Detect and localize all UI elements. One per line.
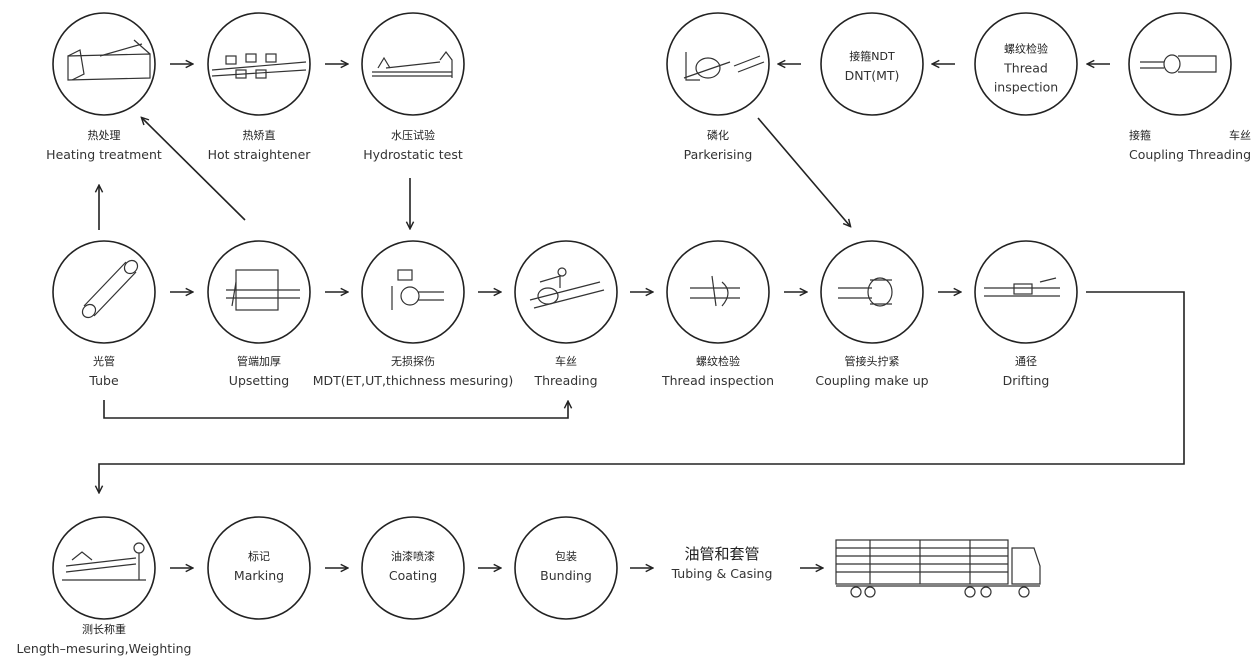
- arrow-drifting-to-length: [99, 291, 1185, 492]
- arrow-tube-to-threading: [103, 400, 568, 419]
- parkerising-icon: [683, 52, 765, 81]
- upsetting-icon: [226, 269, 300, 311]
- label-bunding: 包装 Bunding: [540, 550, 592, 583]
- circle-upsetting: [207, 240, 311, 344]
- circle-thread-inspection: [666, 240, 770, 344]
- circle-hydrostatic: [361, 12, 465, 116]
- arrow-parkerising-to-makeup: [757, 117, 850, 226]
- threading-icon: [529, 267, 605, 309]
- circle-mdt: [361, 240, 465, 344]
- label-upsetting: 管端加厚 Upsetting: [228, 355, 290, 388]
- label-tubing-casing: 油管和套管 Tubing & Casing: [671, 545, 773, 581]
- tube-icon: [81, 259, 139, 319]
- label-straightener: 热矫直 Hot straightener: [207, 129, 311, 162]
- circle-heating: [52, 12, 156, 116]
- coupling-threading-icon: [1140, 54, 1217, 74]
- circle-straightener: [207, 12, 311, 116]
- mdt-icon: [391, 269, 444, 310]
- circle-length: [52, 516, 156, 620]
- label-thread-inspection: 螺纹检验 Thread inspection: [661, 355, 775, 388]
- label-tube: 光管 Tube: [89, 355, 119, 388]
- circle-drifting: [974, 240, 1078, 344]
- label-threading: 车丝 Threading: [534, 355, 598, 388]
- label-hydrostatic: 水压试验 Hydrostatic test: [363, 129, 463, 162]
- circle-tube: [52, 240, 156, 344]
- circle-marking: [207, 516, 311, 620]
- circle-coupling-threading: [1128, 12, 1232, 116]
- label-heating: 热处理 Heating treatment: [46, 129, 162, 162]
- coupling-makeup-icon: [838, 277, 893, 307]
- circle-parkerising: [666, 12, 770, 116]
- arrow-upsetting-to-heating: [142, 118, 246, 221]
- label-coupling-threading: 接箍车丝 Coupling Threading: [1128, 129, 1252, 162]
- circle-coupling-ndt: [820, 12, 924, 116]
- label-marking: 标记 Marking: [233, 550, 285, 583]
- circle-threading: [514, 240, 618, 344]
- straightener-icon: [211, 53, 307, 79]
- furnace-icon: [67, 39, 151, 81]
- hydrostatic-icon: [372, 51, 453, 78]
- label-coupling-makeup: 管接头拧紧 Coupling make up: [815, 355, 929, 388]
- length-weighing-icon: [62, 542, 146, 581]
- label-coupling-thread-insp: 螺纹检验 Thread inspection: [993, 42, 1059, 95]
- circle-coating: [361, 516, 465, 620]
- circle-coupling-makeup: [820, 240, 924, 344]
- label-drifting: 通径 Drifting: [1002, 355, 1050, 388]
- drifting-icon: [984, 277, 1060, 297]
- label-length: 测长称重 Length–mesuring,Weighting: [16, 623, 192, 656]
- thread-inspection-icon: [690, 275, 740, 307]
- label-coating: 油漆喷漆 Coating: [388, 550, 438, 583]
- circle-bunding: [514, 516, 618, 620]
- circle-coupling-thread-insp: [974, 12, 1078, 116]
- label-mdt: 无损探伤 MDT(ET,UT,thichness mesuring): [312, 355, 514, 388]
- label-coupling-ndt: 接箍NDT DNT(MT): [844, 50, 900, 83]
- truck-icon: [835, 539, 1041, 598]
- label-parkerising: 磷化 Parkerising: [683, 129, 753, 162]
